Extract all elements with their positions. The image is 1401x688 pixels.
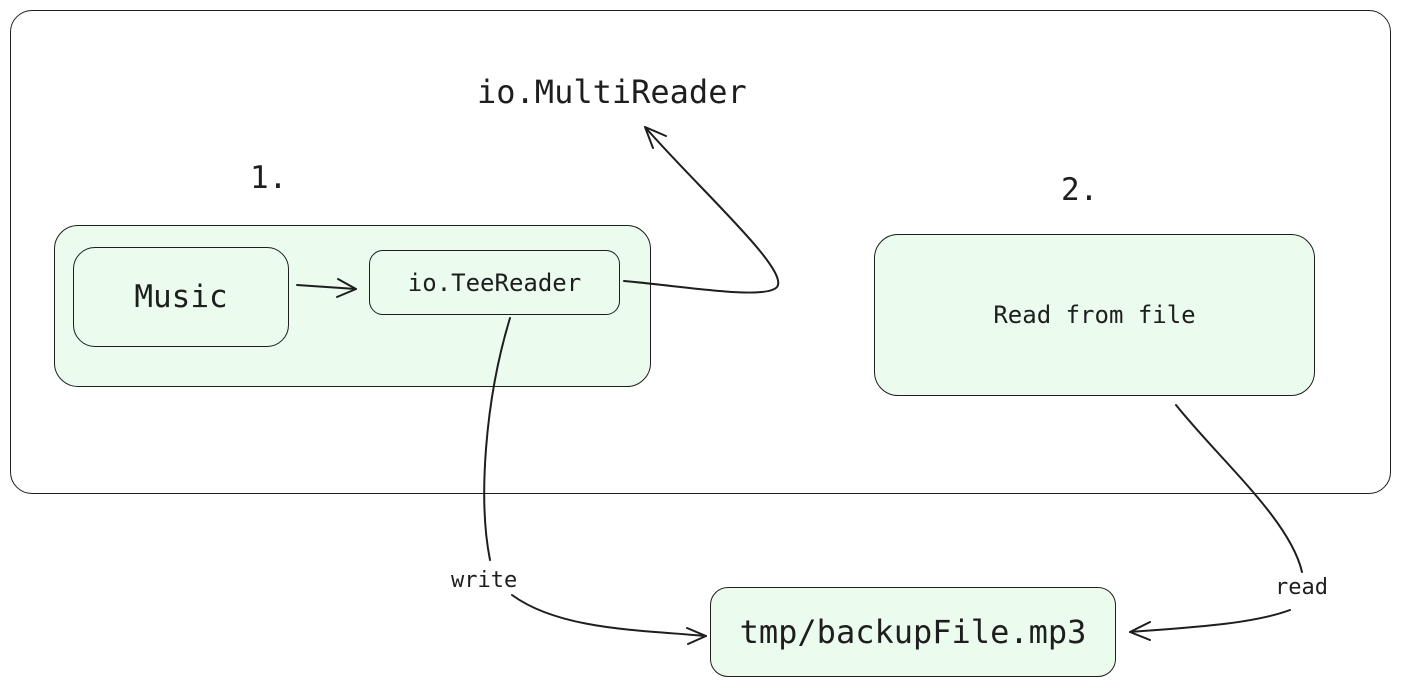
outer-container <box>10 10 1391 494</box>
tee-to-backup-write-arrow <box>483 317 707 637</box>
music-node: Music <box>73 247 289 347</box>
multireader-label: io.MultiReader <box>477 73 747 111</box>
read-edge-label: read <box>1275 575 1328 600</box>
music-to-tee-arrow <box>296 284 357 290</box>
tee-to-backup-arrowhead <box>686 627 707 645</box>
music-to-tee-arrowhead <box>336 278 357 298</box>
tee-to-multireader-arrow <box>623 126 780 294</box>
music-label: Music <box>134 279 228 315</box>
readfile-to-backup-arrowhead <box>1129 621 1151 641</box>
backup-file-label: tmp/backupFile.mp3 <box>739 613 1087 651</box>
tee-reader-node: io.TeeReader <box>369 250 620 315</box>
step-one-label: 1. <box>250 160 288 196</box>
read-from-file-label: Read from file <box>993 301 1196 329</box>
tee-to-multireader-arrowhead <box>644 126 667 149</box>
step-two-label: 2. <box>1061 172 1099 208</box>
readfile-to-backup-read-arrow <box>1129 404 1303 633</box>
tee-reader-label: io.TeeReader <box>407 268 582 297</box>
write-edge-label: write <box>451 568 518 593</box>
read-from-file-node: Read from file <box>874 234 1315 396</box>
backup-file-node: tmp/backupFile.mp3 <box>710 587 1116 677</box>
